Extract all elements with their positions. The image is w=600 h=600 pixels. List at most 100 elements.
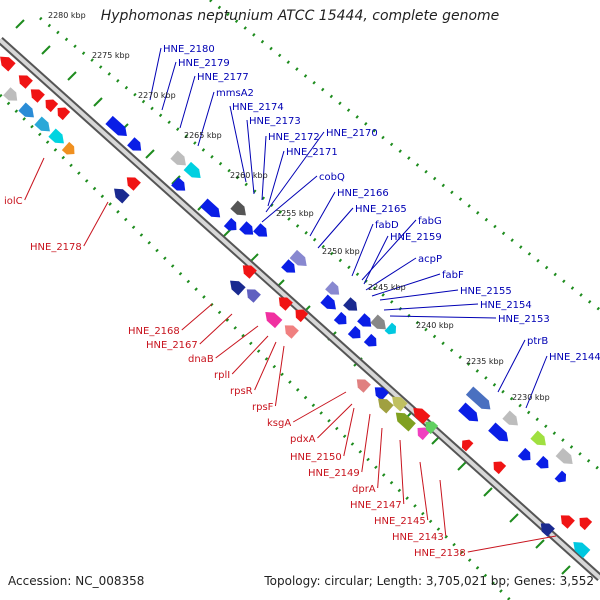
gene-label-forward: fabD bbox=[375, 220, 399, 231]
leader-line-forward bbox=[389, 315, 497, 319]
gene-arrow bbox=[343, 297, 358, 311]
grid-tick bbox=[483, 487, 493, 497]
gene-arrow bbox=[200, 198, 221, 218]
leader-line-reverse bbox=[343, 407, 355, 457]
gene-arrow bbox=[530, 430, 546, 446]
leader-line-forward bbox=[246, 119, 255, 195]
gene-label-forward: HNE_2155 bbox=[460, 286, 512, 297]
gene-label-reverse: HNE_2143 bbox=[392, 532, 444, 543]
gene-label-reverse: rpsR bbox=[230, 386, 253, 397]
leader-line-reverse bbox=[439, 479, 447, 537]
gene-label-forward: HNE_2165 bbox=[355, 204, 407, 215]
gene-label-reverse: rplI bbox=[214, 370, 230, 381]
leader-line-reverse bbox=[199, 313, 233, 345]
gene-label-forward: HNE_2154 bbox=[480, 300, 532, 311]
leader-line-forward bbox=[197, 91, 215, 147]
gene-label-forward: acpP bbox=[418, 254, 442, 265]
gene-label-reverse: HNE_2138 bbox=[414, 548, 466, 559]
gene-label-forward: HNE_2153 bbox=[498, 314, 550, 325]
genome-stats-text: Topology: circular; Length: 3,705,021 bp… bbox=[264, 574, 594, 588]
leader-line-forward bbox=[161, 61, 177, 111]
gene-arrow bbox=[48, 128, 64, 144]
kbp-tick-label: 2240 kbp bbox=[416, 321, 454, 330]
gene-arrow bbox=[18, 102, 34, 118]
gene-label-reverse: HNE_2149 bbox=[308, 468, 360, 479]
gene-arrow bbox=[413, 407, 431, 425]
accession-text: Accession: NC_008358 bbox=[8, 574, 145, 588]
gene-label-reverse: rpsF bbox=[252, 402, 274, 413]
gene-arrow bbox=[265, 311, 283, 329]
kbp-tick-label: 2235 kbp bbox=[466, 357, 504, 366]
gene-arrow bbox=[61, 141, 75, 155]
gene-label-forward: HNE_2174 bbox=[232, 102, 284, 113]
gene-label-forward: HNE_2179 bbox=[178, 58, 230, 69]
leader-line-forward bbox=[317, 207, 354, 249]
gene-label-forward: fabG bbox=[418, 216, 442, 227]
gene-label-reverse: HNE_2150 bbox=[290, 452, 342, 463]
gene-arrow bbox=[325, 281, 340, 295]
gene-arrow bbox=[239, 221, 254, 235]
gene-arrow bbox=[295, 309, 309, 323]
gene-label-forward: HNE_2170 bbox=[326, 128, 378, 139]
gene-arrow bbox=[30, 89, 45, 103]
gene-arrow bbox=[230, 280, 246, 296]
gene-arrow bbox=[517, 447, 531, 461]
gene-label-reverse: dnaB bbox=[188, 354, 214, 365]
gene-arrow bbox=[502, 410, 518, 426]
gene-arrow bbox=[493, 461, 507, 475]
leader-line-forward bbox=[309, 191, 336, 237]
gene-label-forward: HNE_2166 bbox=[337, 188, 389, 199]
gene-label-forward: HNE_2171 bbox=[286, 147, 338, 158]
grid-tick bbox=[561, 565, 571, 575]
kbp-tick-label: 2265 kbp bbox=[184, 131, 222, 140]
gene-arrow bbox=[284, 325, 299, 339]
gene-arrow bbox=[183, 161, 201, 179]
gene-arrow bbox=[0, 56, 16, 72]
backbone-inner bbox=[0, 38, 600, 580]
gene-label-reverse: pdxA bbox=[290, 434, 316, 445]
leader-line-forward bbox=[379, 289, 459, 301]
grid-tick bbox=[509, 513, 519, 523]
gene-arrow bbox=[370, 314, 386, 330]
leader-line-forward bbox=[149, 47, 162, 101]
gene-arrow bbox=[535, 455, 549, 469]
leader-line-reverse bbox=[274, 345, 285, 407]
grid-tick bbox=[145, 149, 155, 159]
gene-arrow bbox=[540, 523, 555, 537]
gene-arrow bbox=[357, 313, 372, 327]
gene-label-forward: HNE_2173 bbox=[249, 116, 301, 127]
leader-line-reverse bbox=[24, 157, 45, 201]
gene-arrow bbox=[3, 87, 18, 101]
kbp-tick-label: 2280 kbp bbox=[48, 11, 86, 20]
gene-arrow bbox=[573, 541, 591, 559]
gene-label-forward: HNE_2144 bbox=[549, 352, 600, 363]
gene-arrow bbox=[18, 75, 33, 89]
grid-tick bbox=[535, 539, 545, 549]
grid-tick bbox=[15, 19, 25, 29]
gene-arrow bbox=[45, 99, 59, 113]
gene-arrow bbox=[465, 386, 491, 410]
kbp-tick-label: 2255 kbp bbox=[276, 209, 314, 218]
gene-arrow bbox=[555, 447, 573, 465]
leader-line-reverse bbox=[215, 325, 259, 359]
gene-arrow bbox=[105, 115, 127, 137]
kbp-tick-label: 2250 kbp bbox=[322, 247, 360, 256]
gene-label-reverse: ksgA bbox=[267, 418, 291, 429]
gene-label-forward: HNE_2180 bbox=[163, 44, 215, 55]
gene-label-reverse: HNE_2147 bbox=[350, 500, 402, 511]
gene-arrow bbox=[395, 412, 416, 432]
gene-label-forward: HNE_2159 bbox=[390, 232, 442, 243]
leader-line-reverse bbox=[377, 427, 383, 489]
gene-arrow bbox=[356, 379, 371, 393]
gene-arrow bbox=[223, 217, 237, 231]
leader-line-reverse bbox=[467, 535, 557, 553]
gene-label-forward: cobQ bbox=[319, 172, 345, 183]
backbone bbox=[0, 37, 600, 581]
gene-arrow bbox=[320, 294, 336, 310]
leader-line-reverse bbox=[419, 461, 429, 521]
gene-label-reverse: HNE_2167 bbox=[146, 340, 198, 351]
gene-label-forward: HNE_2172 bbox=[268, 132, 320, 143]
kbp-tick-label: 2275 kbp bbox=[92, 51, 130, 60]
gene-label-forward: fabF bbox=[442, 270, 464, 281]
grid-tick bbox=[93, 97, 103, 107]
